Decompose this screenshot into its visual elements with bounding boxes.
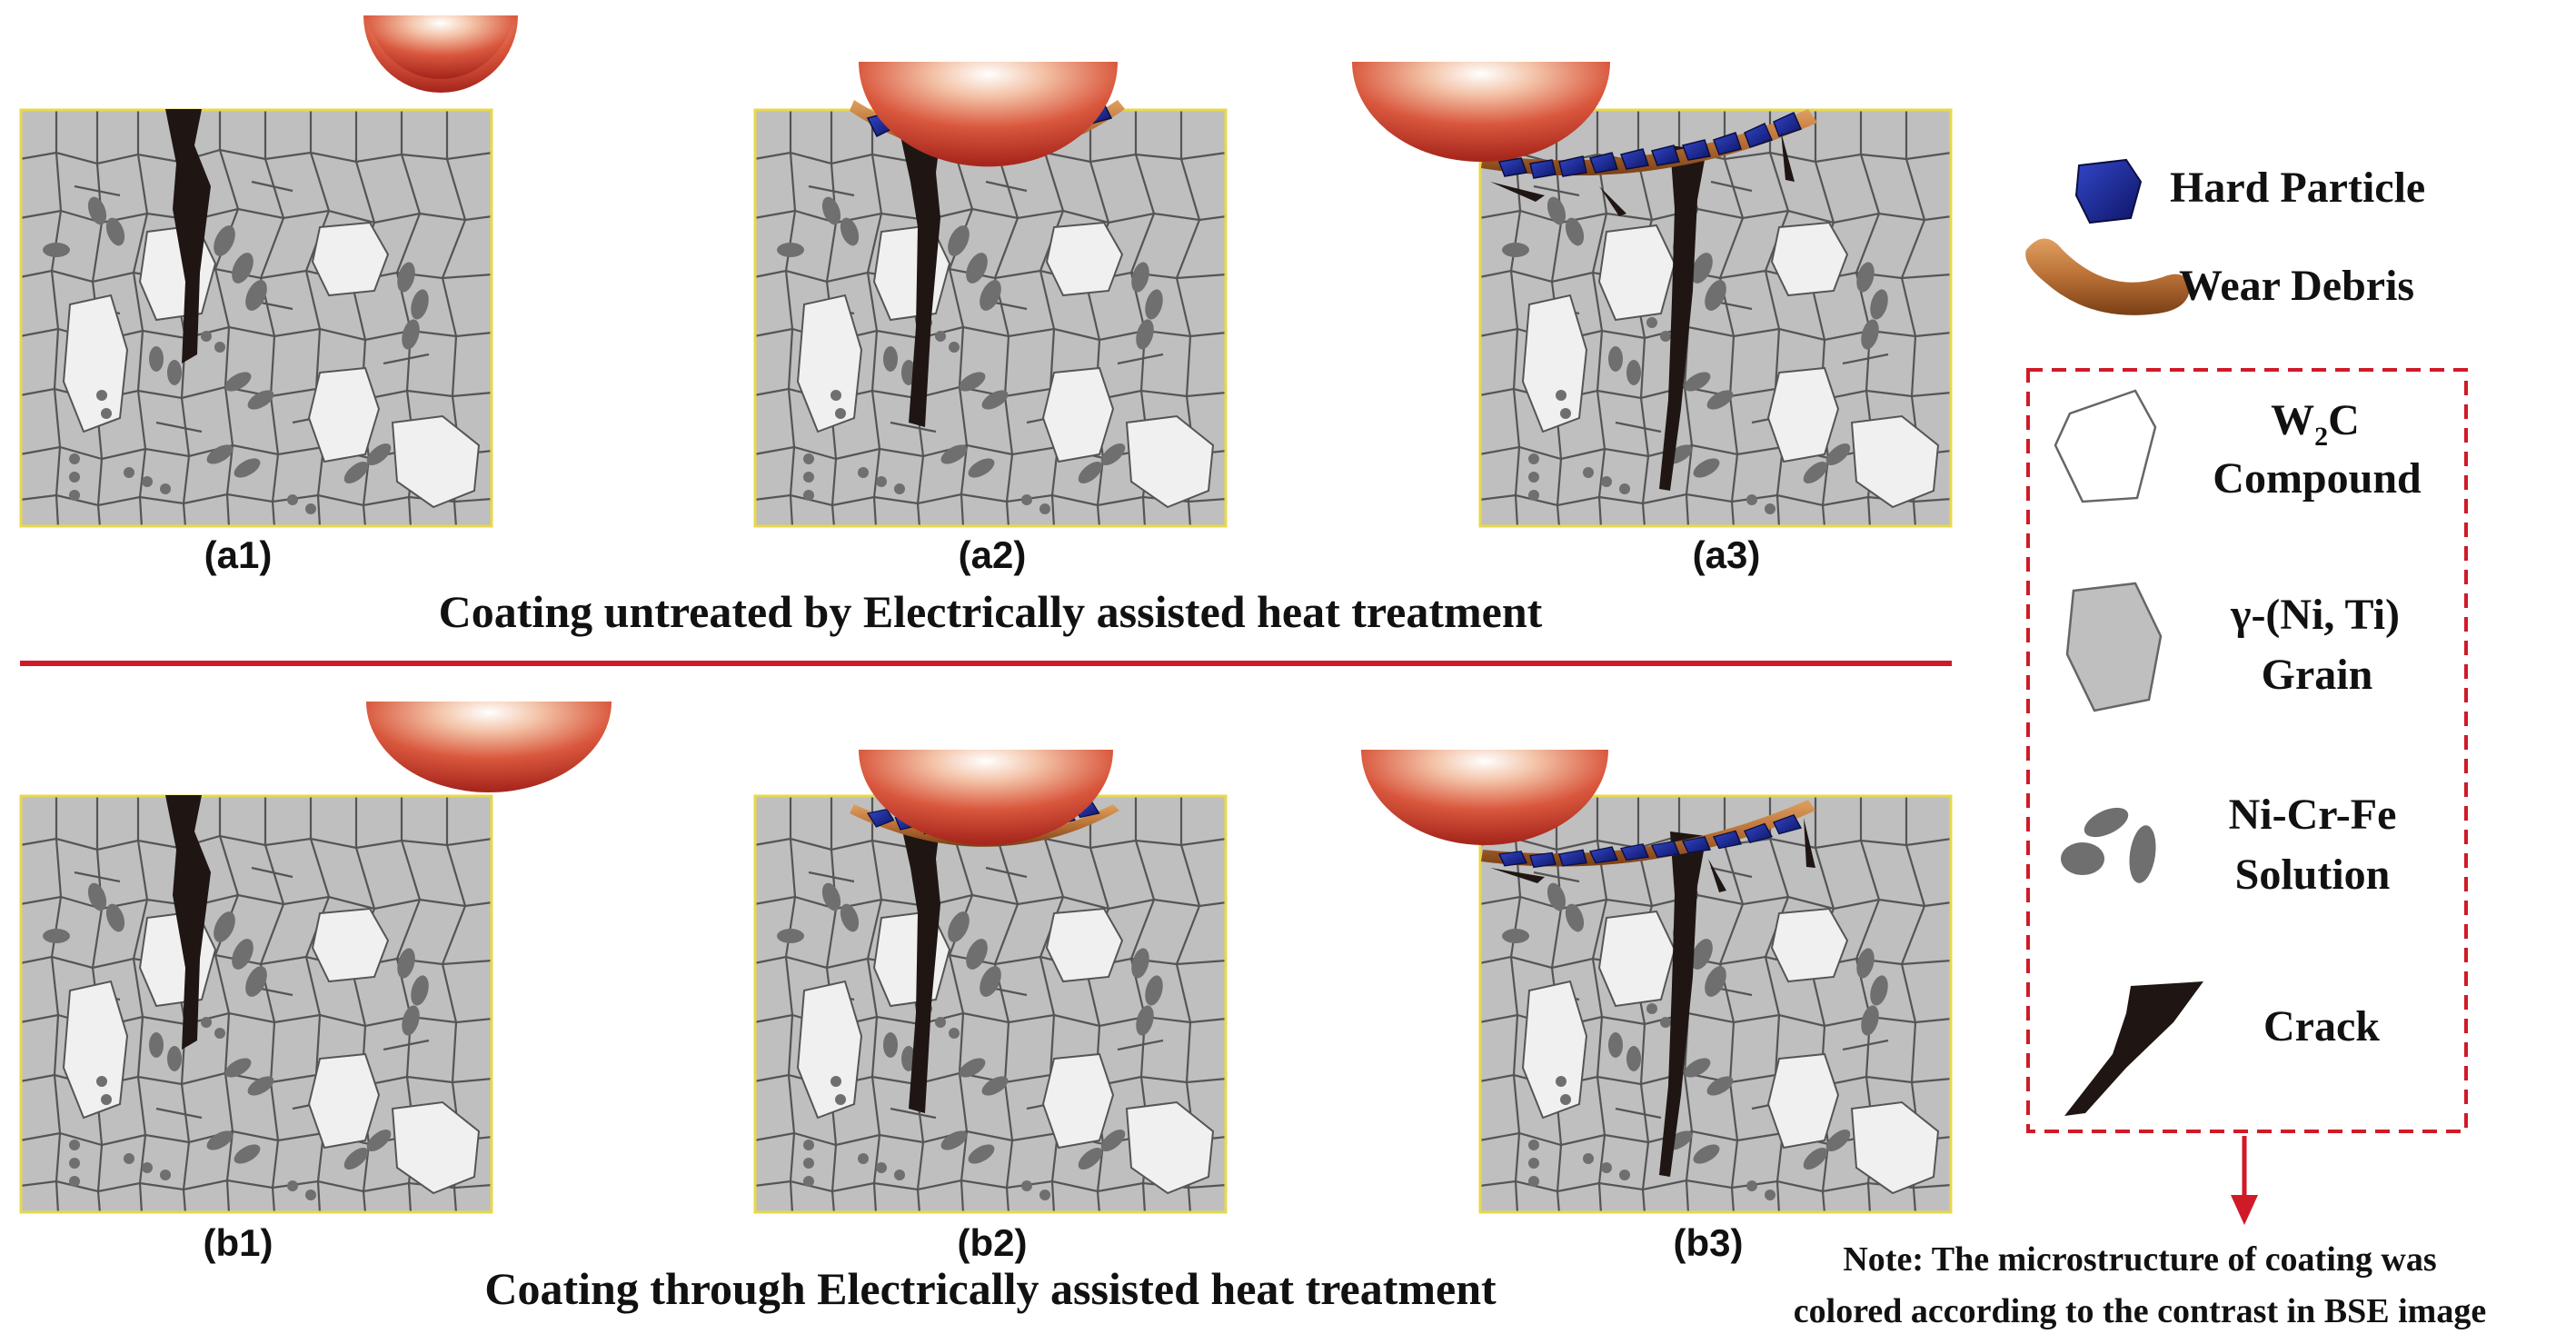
legend-gamma-line1: γ-(Ni, Ti) — [2230, 591, 2400, 639]
panel-b3: (b3) — [1361, 750, 1954, 1264]
legend-gamma-line2: Grain — [2262, 651, 2373, 699]
legend-hard-particle: Hard Particle — [2170, 164, 2425, 212]
gamma-grain-icon — [2065, 582, 2163, 712]
legend-crack: Crack — [2263, 1002, 2380, 1050]
arrow-down-icon — [2231, 1195, 2258, 1225]
wear-debris-icon — [2025, 238, 2190, 315]
crack-icon — [2064, 981, 2203, 1116]
panel-a3: (a3) — [1352, 62, 1954, 576]
row-a: (a1) (a2) (a3) Coating untreated by Elec… — [18, 15, 1954, 637]
wear-debris-layer — [850, 804, 1119, 847]
note-line2: colored according to the contrast in BSE… — [1794, 1292, 2486, 1330]
panel-label-b2: (b2) — [958, 1221, 1028, 1264]
legend-nicrfe-line2: Solution — [2235, 851, 2391, 899]
panel-label-b3: (b3) — [1674, 1221, 1744, 1264]
caption-bottom: Coating through Electrically assisted he… — [484, 1263, 1497, 1314]
legend-w2c-line2: Compound — [2213, 454, 2422, 503]
ni-cr-fe-solution-icon — [2061, 807, 2156, 883]
caption-top: Coating untreated by Electrically assist… — [439, 586, 1543, 637]
w2c-compound-icon — [2054, 389, 2157, 503]
hard-particle-icon — [2074, 158, 2143, 224]
panel-label-b1: (b1) — [204, 1221, 274, 1264]
row-b: (b1) (b2) (b3) Coating through Electrica… — [18, 702, 1954, 1314]
legend-w2c-line1: W2C — [2271, 396, 2360, 452]
legend-wear-debris: Wear Debris — [2179, 262, 2414, 310]
panel-a1: (a1) — [18, 15, 518, 576]
panel-b2: (b2) — [752, 750, 1228, 1264]
panel-label-a2: (a2) — [959, 533, 1027, 576]
panel-a2: (a2) — [752, 62, 1228, 576]
panel-label-a3: (a3) — [1693, 533, 1761, 576]
legend: Hard Particle Wear Debris W2C Compound γ… — [1794, 158, 2486, 1330]
legend-box — [2026, 368, 2468, 1133]
legend-nicrfe-line1: Ni-Cr-Fe — [2229, 791, 2397, 839]
note-line1: Note: The microstructure of coating was — [1843, 1240, 2436, 1279]
panel-b1: (b1) — [18, 702, 612, 1264]
panel-label-a1: (a1) — [204, 533, 273, 576]
